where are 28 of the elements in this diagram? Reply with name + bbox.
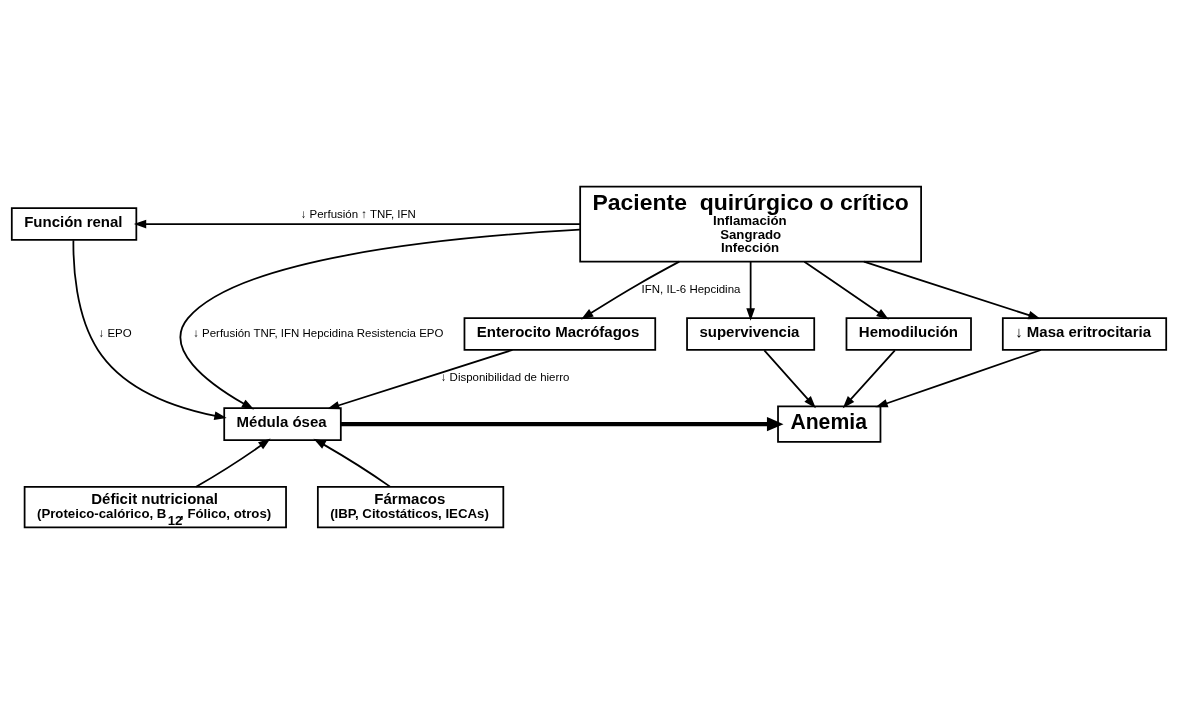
node-box: Paciente quirúrgico o crítico Inflamación Sangrado Infección [579,185,922,262]
arrow [842,348,896,408]
arrow [133,219,581,228]
arrow [72,238,227,420]
arrow [340,416,784,431]
node-box: Enterocito Macrófagos [463,316,657,351]
node-box: supervivencia [686,316,816,351]
node-box: Médula ósea [223,406,342,441]
arrow [195,438,271,488]
arrow [803,260,889,319]
node-box: ↓ Masa eritrocitaria [1001,316,1168,351]
arrow [746,260,755,321]
node-box: Fármacos (IBP, Citostáticos, IECAs) [316,485,505,528]
arrow [580,260,681,319]
arrow [327,348,514,409]
node-box: Función renal [10,206,138,241]
node-box: Anemia [777,405,882,443]
edge-label: ↓ EPO [98,326,132,339]
node-box: Hemodilución [845,316,972,351]
edge-label: ↓ Disponibilidad de hierro [440,370,570,383]
arrow [179,228,581,409]
arrow [863,260,1041,319]
arrow [763,348,816,408]
edge-label: ↓ Perfusión TNF, IFN Hepcidina Resistencia EPO [193,326,444,339]
edge-label: ↓ Perfusión ↑ TNF, IFN [300,207,416,220]
edge-label: IFN, IL-6 Hepcidina [641,282,741,295]
arrow [313,438,391,488]
arrow [875,348,1042,407]
